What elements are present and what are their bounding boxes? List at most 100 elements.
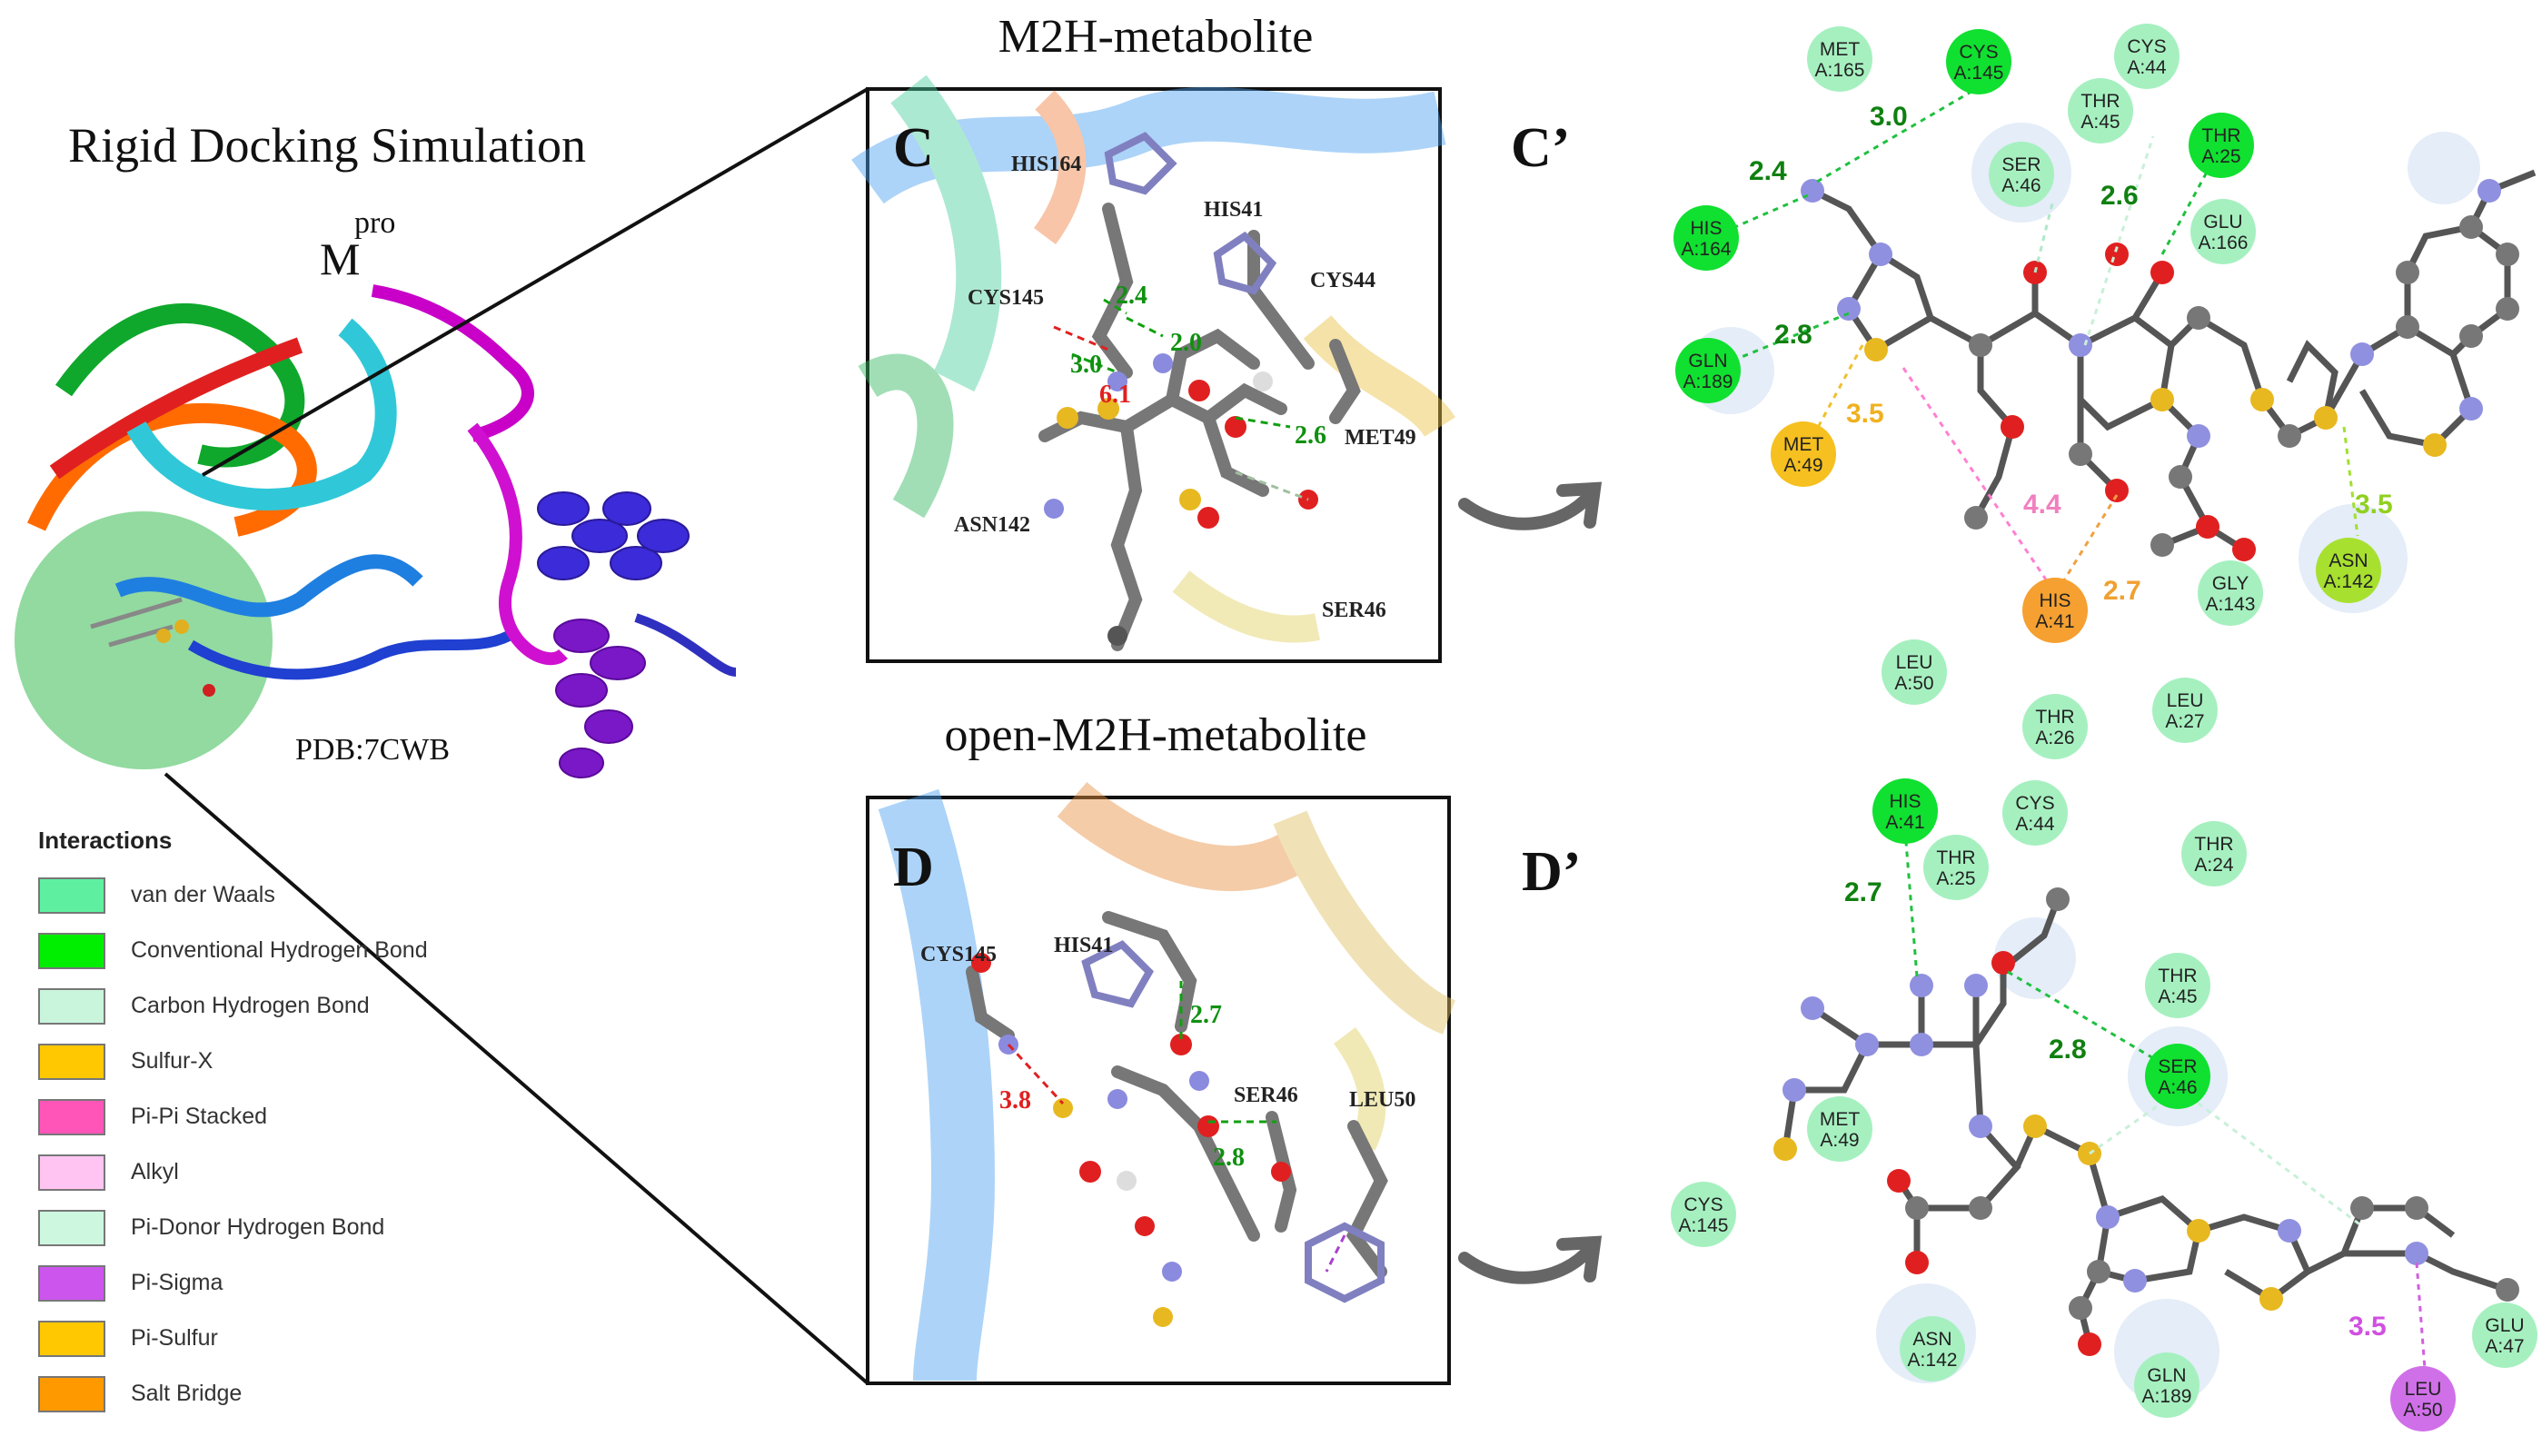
res-met49: MET49 [1345,426,1416,450]
legend-swatch [38,1209,105,1246]
res-cys145: CYS145 [968,286,1044,310]
residue-circle [1989,142,2054,207]
zoom-line-bottom [164,772,869,1385]
legend-swatch [38,1154,105,1191]
res-cys44: CYS44 [1310,269,1375,292]
legend-label: Pi-Sigma [131,1270,223,1295]
residue-name: MET [1820,39,1861,60]
residue-number: A:166 [2199,233,2249,253]
top-panel-title: M2H-metabolite [998,11,1314,63]
residue-circle [2145,1044,2210,1109]
legend-item: van der Waals [38,867,511,923]
residue-name: CYS [1683,1194,1723,1215]
legend-swatch [38,1098,105,1135]
residue-name: HIS [1690,218,1722,239]
residue-number: A:164 [1682,239,1732,260]
residue-circle [2145,953,2210,1018]
residue-number: A:41 [1885,812,1924,833]
residue-circle [1807,1096,1872,1162]
residue-number: A:49 [1820,1130,1859,1151]
legend-swatch [38,1264,105,1302]
residue-circle [2472,1302,2537,1368]
c-prime-atoms [1801,179,2519,561]
residue-circle [1675,338,1741,403]
legend-label: Pi-Sulfur [131,1325,218,1351]
legend-label: Carbon Hydrogen Bond [131,993,370,1018]
legend-swatch [38,1375,105,1412]
residue-name: GLN [2147,1365,2186,1386]
residue-name: ASN [1912,1329,1951,1350]
residue-name: ASN [2329,550,2368,571]
legend-item: Pi-Sigma [38,1255,511,1311]
legend-swatch [38,1320,105,1357]
residue-circle [1807,26,1872,92]
arrow-bottom [1458,1235,1603,1284]
legend-swatch [38,987,105,1025]
residue-name: GLU [2203,212,2242,233]
residue-circle [1900,1316,1965,1382]
legend-item: Salt Bridge [38,1366,511,1421]
legend-item: Conventional Hydrogen Bond [38,923,511,978]
residue-number: A:25 [1936,868,1975,889]
d-dist-2.7: 2.7 [1844,877,1882,907]
panel-d: D CYS145 HIS41 SER46 [866,781,1456,1385]
residue-name: LEU [2167,690,2204,711]
residue-number: A:44 [2127,57,2167,78]
residue-circle [2390,1366,2456,1431]
c-dist-2.4: 2.4 [1749,156,1787,186]
legend-item: Pi-Sulfur [38,1311,511,1366]
residue-circle [2002,780,2068,846]
residue-number: A:49 [1783,455,1822,476]
legend-label: Conventional Hydrogen Bond [131,937,428,963]
protein-ribbon [15,284,737,778]
residue-name: MET [1783,434,1824,455]
residue-name: GLN [1688,351,1727,371]
legend-label: van der Waals [131,882,275,907]
residue-number: A:45 [2080,112,2120,133]
pdb-label: PDB:7CWB [295,733,450,767]
residue-circle [2190,199,2256,264]
panel-d-prime-diagram: 2.7 2.8 3.5 LEUA:50THRA:26LEUA:27HISA:41… [1671,639,2537,1431]
residue-circle [2316,538,2381,603]
res-d-his41: HIS41 [1054,934,1113,957]
dist-2.0: 2.0 [1170,329,1202,357]
res-d-leu50: LEU50 [1349,1088,1415,1112]
residue-number: A:189 [1683,371,1733,392]
panel-d-prime-letter: D’ [1522,841,1581,903]
d-dist-2.8: 2.8 [2049,1035,2087,1065]
residue-name: HIS [1889,791,1921,812]
dist-d-3.8: 3.8 [999,1086,1031,1114]
legend-swatch [38,877,105,914]
residue-circle [2189,113,2254,178]
residue-number: A:143 [2206,594,2256,615]
res-asn142: ASN142 [954,513,1030,537]
dist-d-2.7: 2.7 [1190,1001,1222,1029]
res-ser46: SER46 [1322,599,1386,622]
mpro-superscript: pro [354,206,395,240]
zoom-line-top [201,87,869,477]
res-d-ser46: SER46 [1234,1084,1298,1107]
legend-swatch [38,932,105,969]
residue-number: A:50 [2403,1400,2442,1421]
residue-number: A:142 [2324,571,2374,592]
